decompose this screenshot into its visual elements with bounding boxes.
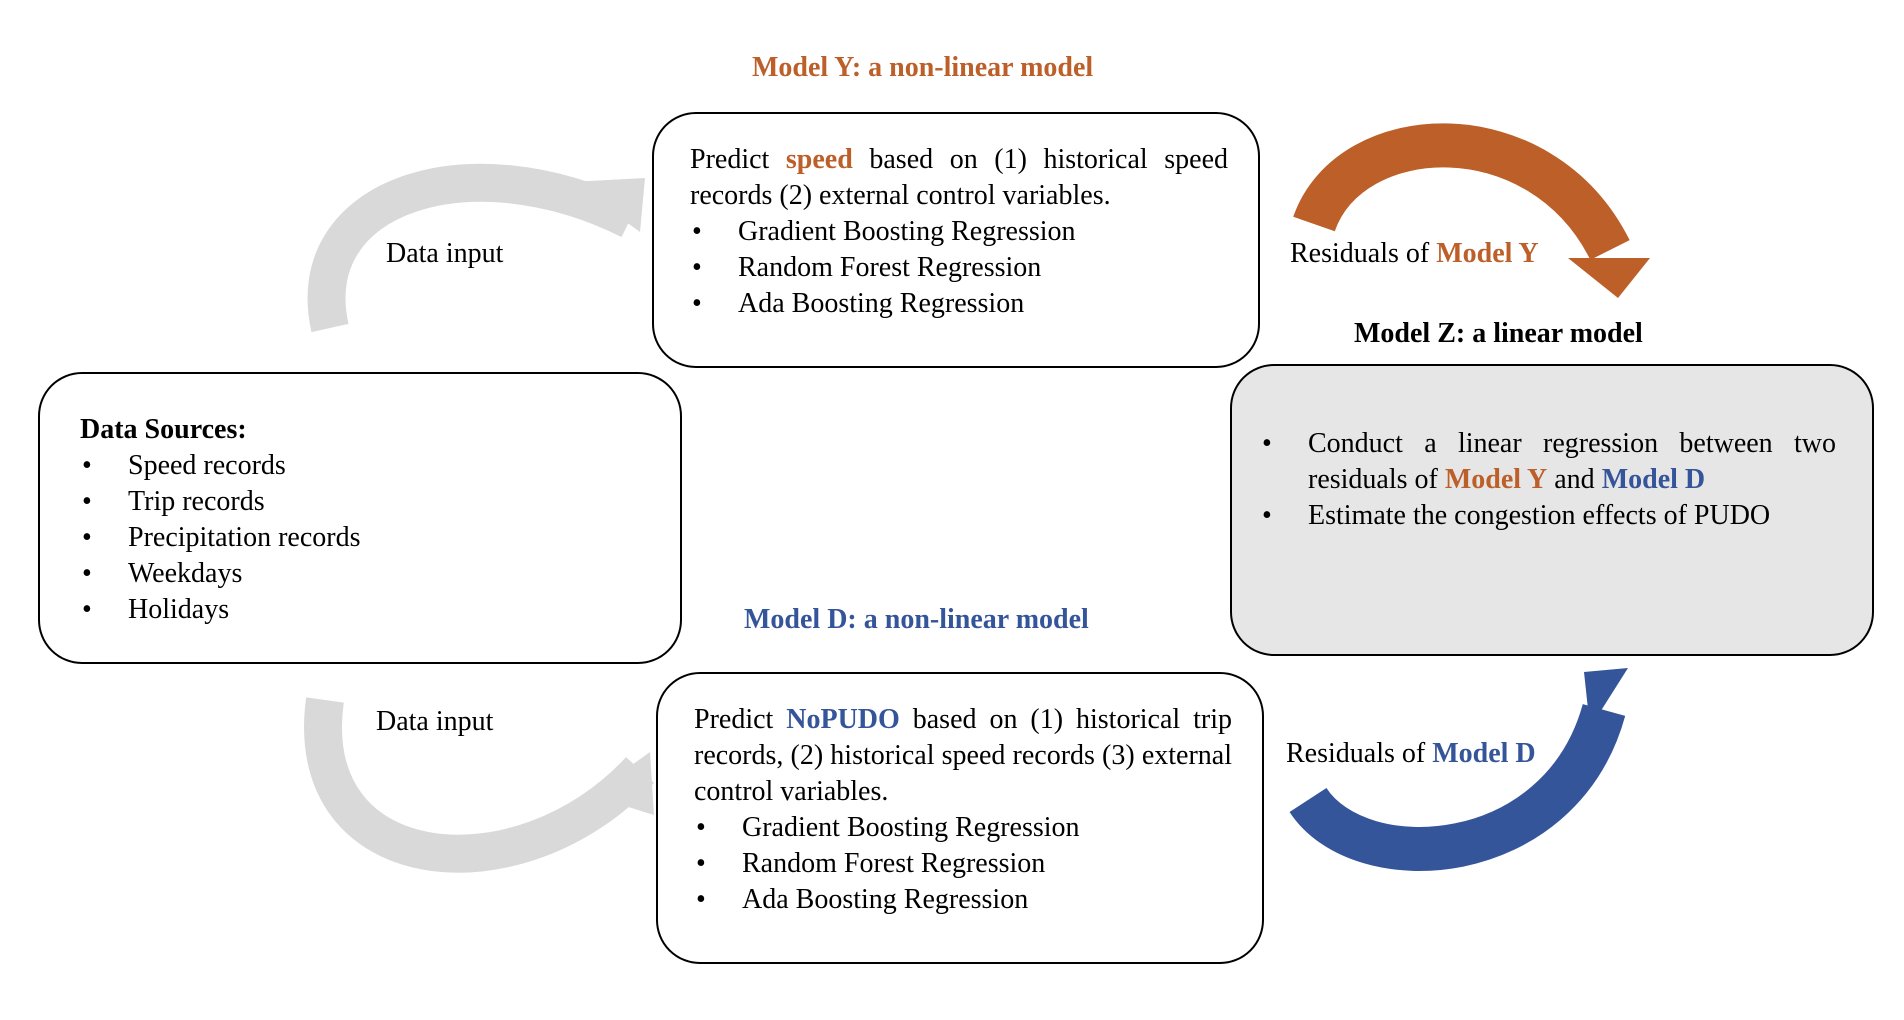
- residuals-d-label: Residuals of Model D: [1286, 738, 1536, 770]
- list-item: Speed records: [80, 448, 650, 484]
- data-input-bottom-label: Data input: [376, 706, 494, 737]
- model-y-text-after: based on (1) historical speed records (2…: [690, 144, 1228, 211]
- list-item: Conduct a linear regression between two …: [1260, 426, 1836, 498]
- list-item: Weekdays: [80, 556, 650, 592]
- data-input-top-arrow: [307, 163, 645, 333]
- model-z-item1-model-y: Model Y: [1444, 464, 1548, 495]
- model-z-item1-and: and: [1547, 464, 1602, 495]
- model-d-methods: Gradient Boosting Regression Random Fore…: [694, 810, 1232, 918]
- residuals-y-arrow: [1293, 123, 1650, 298]
- list-item: Random Forest Regression: [690, 250, 1228, 286]
- data-sources-heading: Data Sources:: [80, 414, 247, 445]
- list-item: Holidays: [80, 592, 650, 628]
- residuals-d-model: Model D: [1432, 738, 1536, 769]
- model-d-text-before: Predict: [694, 704, 787, 735]
- model-d-box: Predict NoPUDO based on (1) historical t…: [656, 672, 1264, 964]
- list-item: Estimate the congestion effects of PUDO: [1260, 498, 1836, 534]
- model-y-highlight: speed: [785, 144, 853, 175]
- list-item: Ada Boosting Regression: [690, 286, 1228, 322]
- model-y-title: Model Y: a non-linear model: [752, 52, 1094, 83]
- model-y-text-before: Predict: [690, 144, 786, 175]
- data-input-top-label: Data input: [386, 238, 504, 269]
- model-d-description: Predict NoPUDO based on (1) historical t…: [694, 702, 1232, 810]
- data-input-bottom-arrow: [304, 697, 654, 873]
- list-item: Gradient Boosting Regression: [690, 214, 1228, 250]
- model-y-description: Predict speed based on (1) historical sp…: [690, 142, 1228, 214]
- data-sources-box: Data Sources: Speed records Trip records…: [38, 372, 682, 664]
- model-y-box: Predict speed based on (1) historical sp…: [652, 112, 1260, 368]
- model-d-title: Model D: a non-linear model: [744, 604, 1089, 635]
- residuals-d-arrow: [1289, 668, 1628, 871]
- list-item: Gradient Boosting Regression: [694, 810, 1232, 846]
- model-z-item1-text: Conduct a linear regression between two …: [1308, 428, 1836, 495]
- model-d-highlight: NoPUDO: [786, 704, 900, 735]
- model-z-list: Conduct a linear regression between two …: [1260, 426, 1836, 534]
- model-d-text-after: based on (1) historical trip records, (2…: [694, 704, 1233, 807]
- model-z-box: Conduct a linear regression between two …: [1230, 364, 1874, 656]
- list-item: Ada Boosting Regression: [694, 882, 1232, 918]
- data-sources-list: Speed records Trip records Precipitation…: [80, 448, 650, 628]
- residuals-d-prefix: Residuals of: [1286, 738, 1433, 769]
- list-item: Precipitation records: [80, 520, 650, 556]
- residuals-y-label: Residuals of Model Y: [1290, 238, 1539, 270]
- list-item: Trip records: [80, 484, 650, 520]
- model-z-title: Model Z: a linear model: [1354, 318, 1643, 349]
- model-y-methods: Gradient Boosting Regression Random Fore…: [690, 214, 1228, 322]
- residuals-y-model: Model Y: [1436, 238, 1539, 269]
- list-item: Random Forest Regression: [694, 846, 1232, 882]
- model-z-item1-model-d: Model D: [1601, 464, 1706, 495]
- residuals-y-prefix: Residuals of: [1290, 238, 1437, 269]
